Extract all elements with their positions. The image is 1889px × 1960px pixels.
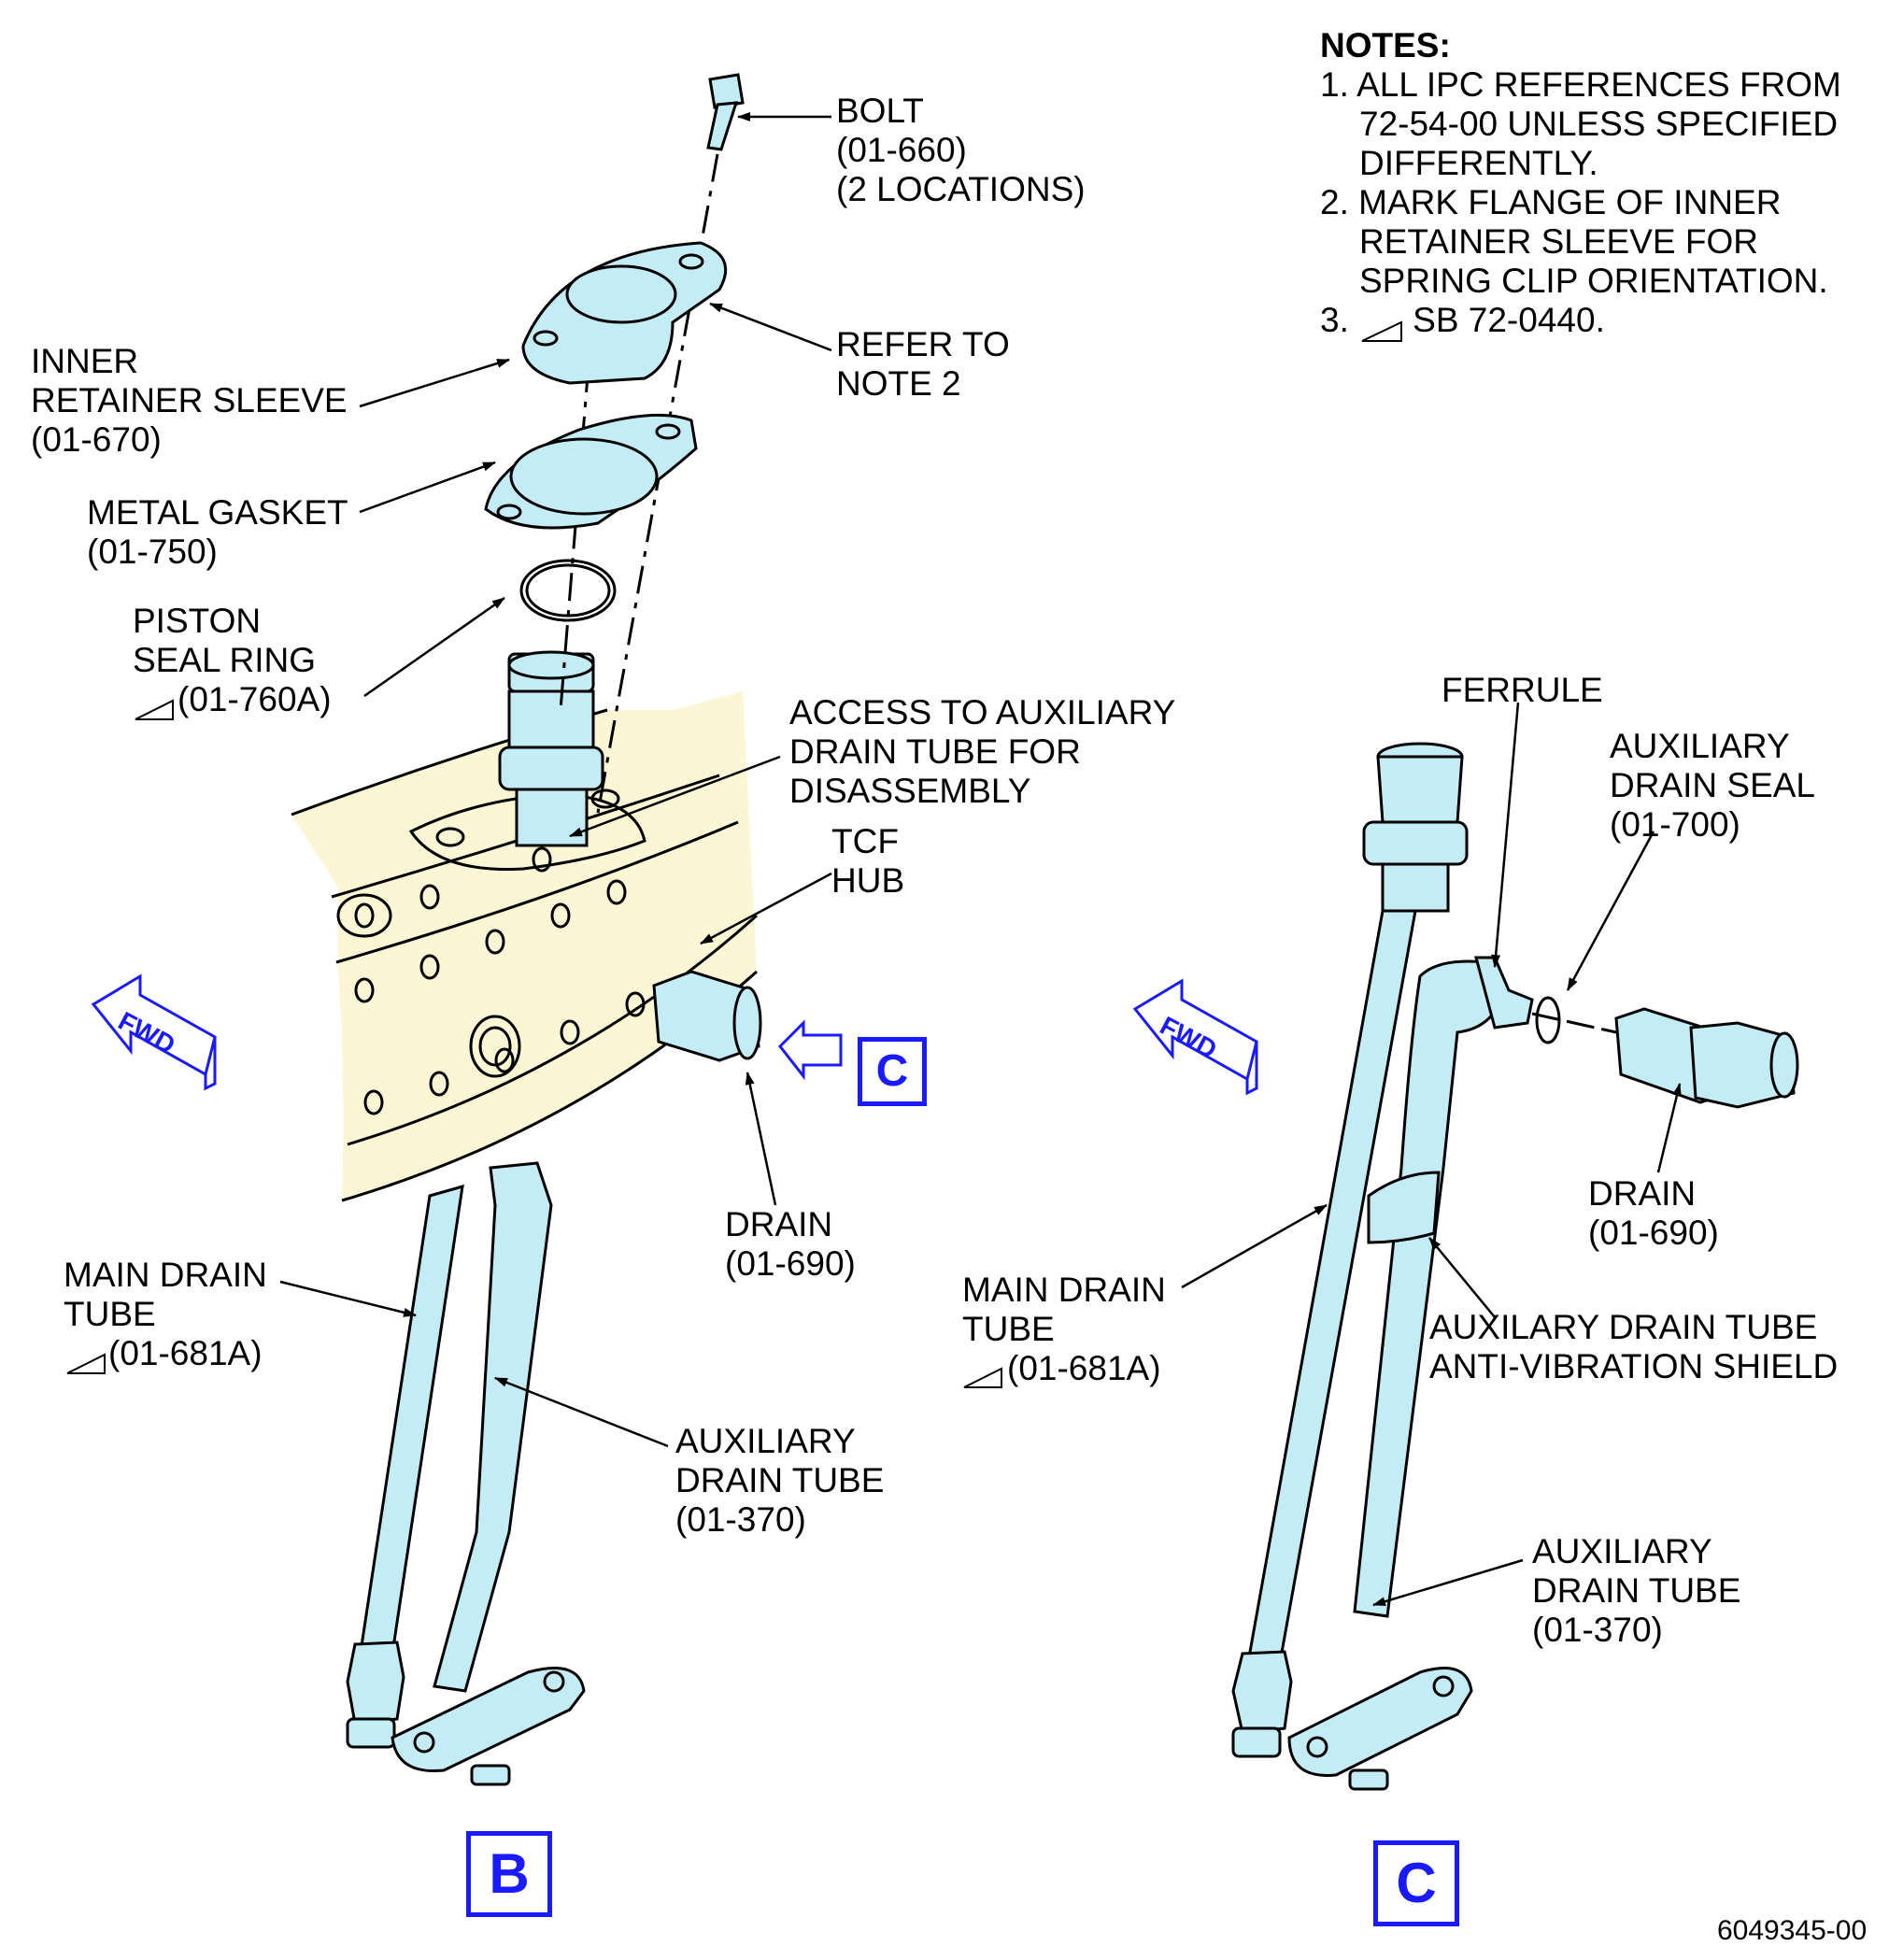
figure-id: 6049345-00	[1717, 1915, 1868, 1946]
view-c-label: C	[1373, 1840, 1459, 1926]
label-aux-drain-seal: AUXILIARY DRAIN SEAL (01-700)	[1610, 727, 1815, 845]
view-c-reference-box[interactable]: C	[858, 1037, 927, 1106]
label-line: PISTON	[133, 602, 262, 640]
label-line: (01-760A)	[178, 680, 332, 718]
label-line: AUXILIARY	[1532, 1532, 1712, 1570]
label-main-drain-tube-c: MAIN DRAIN TUBE (01-681A)	[962, 1271, 1166, 1388]
label-refer-note: REFER TO NOTE 2	[836, 325, 1010, 404]
effectivity-flags	[66, 320, 1402, 1388]
label-line: (2 LOCATIONS)	[836, 170, 1086, 208]
label-line: (01-690)	[1588, 1214, 1719, 1252]
label-line: ANTI-VIBRATION SHIELD	[1429, 1347, 1839, 1385]
notes-title: NOTES:	[1320, 26, 1451, 64]
piston-seal-ring-part	[519, 559, 617, 622]
view-b-drawing	[91, 73, 843, 1786]
label-tcf-hub: TCF HUB	[831, 822, 904, 901]
label-line: (01-750)	[87, 533, 218, 571]
label-line: MAIN DRAIN	[962, 1271, 1166, 1309]
aux-drain-tube-b	[391, 1161, 586, 1786]
label-line: MAIN DRAIN	[64, 1256, 267, 1294]
label-line: (01-690)	[725, 1244, 856, 1283]
label-anti-vibration-shield: AUXILARY DRAIN TUBE ANTI-VIBRATION SHIEL…	[1429, 1308, 1838, 1386]
label-line: (01-670)	[31, 420, 162, 459]
view-b-label: B	[466, 1831, 552, 1917]
label-line: NOTE 2	[836, 364, 961, 403]
fwd-arrow-b	[91, 973, 217, 1091]
label-line: (01-700)	[1610, 805, 1740, 844]
label-line: TUBE	[962, 1310, 1055, 1348]
label-line: DRAIN TUBE FOR	[789, 732, 1081, 771]
top-fitting-c	[1362, 742, 1469, 913]
label-metal-gasket: METAL GASKET (01-750)	[87, 493, 348, 572]
label-line: TCF	[831, 822, 899, 860]
note-line: 1. ALL IPC REFERENCES FROM	[1320, 65, 1841, 104]
label-drain-c: DRAIN (01-690)	[1588, 1174, 1719, 1253]
label-drain-b: DRAIN (01-690)	[725, 1205, 856, 1284]
label-line: INNER	[31, 342, 139, 380]
metal-gasket-part	[484, 413, 698, 530]
view-c-drawing	[1132, 742, 1799, 1791]
hub-drain-fitting	[652, 970, 762, 1062]
label-line: (01-370)	[675, 1500, 806, 1539]
bolt-part	[706, 73, 745, 151]
label-line: HUB	[831, 861, 905, 900]
drain-part-c	[1614, 1007, 1799, 1109]
label-piston-seal-ring: PISTON SEAL RING (01-760A)	[133, 602, 332, 719]
label-line: DISASSEMBLY	[789, 772, 1031, 810]
note-3: 3. SB 72-0440.	[1320, 301, 1605, 340]
hub-boss	[408, 788, 646, 871]
fwd-arrow-c	[1132, 978, 1258, 1096]
notes-block: NOTES: 1. ALL IPC REFERENCES FROM 72-54-…	[1320, 26, 1841, 301]
label-line: (01-681A)	[108, 1334, 263, 1372]
note-line: SPRING CLIP ORIENTATION.	[1359, 262, 1828, 300]
note-line: SB 72-0440.	[1413, 301, 1605, 339]
label-access-aux-drain: ACCESS TO AUXILIARY DRAIN TUBE FOR DISAS…	[789, 693, 1175, 811]
aux-drain-tube-c	[1287, 956, 1534, 1791]
label-line: (01-681A)	[1007, 1349, 1161, 1387]
leader-lines	[279, 112, 1682, 1607]
main-drain-tube-b	[346, 1184, 464, 1749]
label-line: AUXILIARY	[675, 1422, 856, 1460]
view-c-ref-arrow	[778, 1019, 843, 1081]
note-line: 3.	[1320, 301, 1349, 339]
label-line: SEAL RING	[133, 641, 317, 679]
tcf-hub	[291, 691, 757, 1200]
label-line: METAL GASKET	[87, 493, 348, 532]
label-line: DRAIN	[725, 1205, 833, 1243]
label-bolt: BOLT (01-660) (2 LOCATIONS)	[836, 92, 1086, 209]
label-ferrule: FERRULE	[1442, 671, 1603, 709]
note-line: RETAINER SLEEVE FOR	[1359, 222, 1758, 261]
label-line: DRAIN TUBE	[1532, 1571, 1741, 1610]
label-line: RETAINER SLEEVE	[31, 381, 348, 419]
label-aux-drain-tube-b: AUXILIARY DRAIN TUBE (01-370)	[675, 1422, 884, 1540]
label-line: REFER TO	[836, 325, 1010, 363]
label-inner-retainer-sleeve: INNER RETAINER SLEEVE (01-670)	[31, 342, 348, 460]
inner-retainer-sleeve-part	[521, 241, 728, 385]
label-line: BOLT	[836, 92, 924, 130]
label-line: (01-370)	[1532, 1611, 1663, 1649]
label-line: AUXILARY DRAIN TUBE	[1429, 1308, 1818, 1346]
label-line: TUBE	[64, 1295, 156, 1333]
note-line: DIFFERENTLY.	[1359, 144, 1598, 182]
note-line: 72-54-00 UNLESS SPECIFIED	[1359, 105, 1839, 143]
label-line: ACCESS TO AUXILIARY	[789, 693, 1176, 731]
label-line: DRAIN SEAL	[1610, 766, 1816, 804]
label-line: DRAIN	[1588, 1174, 1697, 1213]
note-line: 2. MARK FLANGE OF INNER	[1320, 183, 1782, 221]
label-main-drain-tube-b: MAIN DRAIN TUBE (01-681A)	[64, 1256, 267, 1373]
label-line: AUXILIARY	[1610, 727, 1790, 765]
label-line: DRAIN TUBE	[675, 1461, 885, 1499]
label-aux-drain-tube-c: AUXILIARY DRAIN TUBE (01-370)	[1532, 1532, 1740, 1650]
hub-bolt-holes	[336, 846, 646, 1115]
label-line: (01-660)	[836, 131, 967, 169]
top-fitting	[498, 650, 604, 847]
